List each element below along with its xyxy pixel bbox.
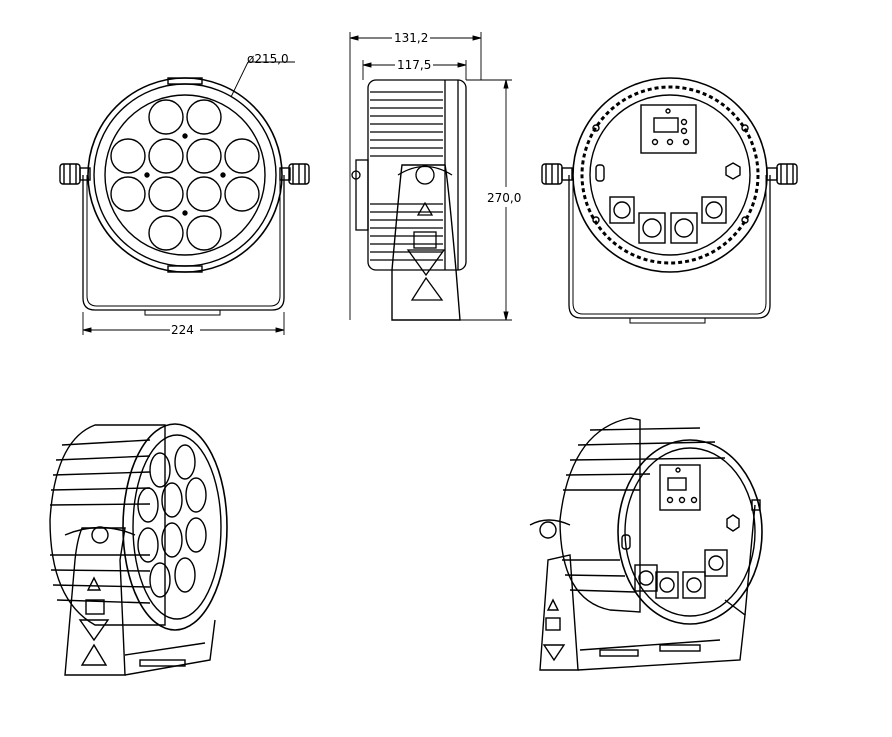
isometric-front-view [49, 423, 228, 676]
depth-total-dimension-label: 131,2 [394, 31, 428, 45]
side-dimensions [349, 32, 512, 321]
rear-view [541, 77, 798, 324]
front-view [59, 77, 310, 316]
height-dimension-label: 270,0 [487, 191, 521, 205]
side-view [351, 79, 467, 321]
isometric-rear-view [529, 417, 763, 671]
diameter-dimension-label: ø215,0 [247, 52, 289, 66]
depth-body-dimension-label: 117,5 [397, 58, 431, 72]
front-dimensions [82, 61, 295, 335]
width-dimension-label: 224 [171, 323, 194, 337]
